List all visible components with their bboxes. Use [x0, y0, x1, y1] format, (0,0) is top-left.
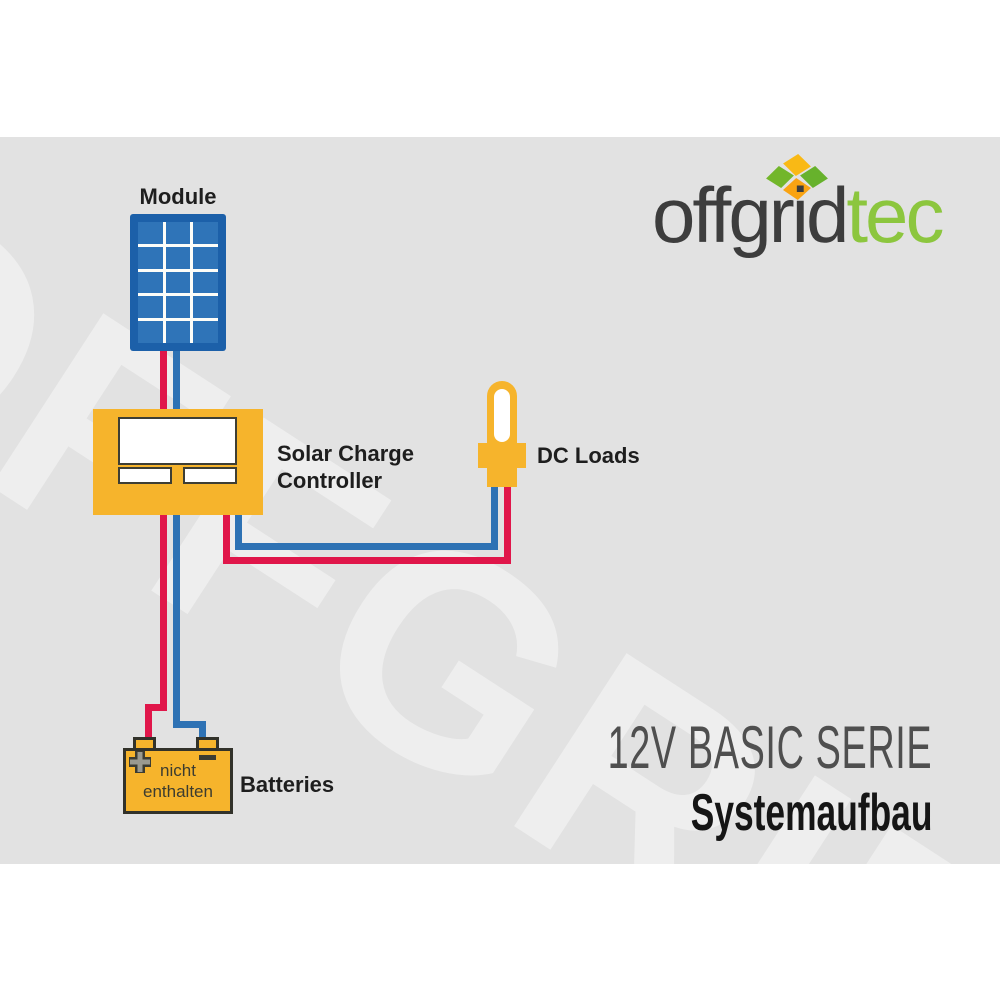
wire-battery-positive-jog: [145, 704, 167, 711]
module-cell: [138, 246, 163, 269]
module-cell: [193, 246, 218, 269]
wire-battery-positive-vertical: [160, 515, 167, 711]
module-cell: [165, 222, 191, 244]
module-cell: [193, 321, 218, 343]
battery-note: nicht enthalten: [126, 751, 230, 802]
module-cell: [193, 222, 218, 244]
module-cell: [165, 296, 191, 319]
diagram-canvas: OFFGRIDTEC Module Solar Charge: [0, 137, 1000, 864]
dc-plug-base: [487, 443, 517, 487]
module-cell: [138, 222, 163, 244]
module-label: Module: [139, 184, 217, 209]
offgridtec-logo: offgridtec: [652, 176, 944, 254]
wire-load-positive-up: [504, 485, 511, 564]
charge-controller-icon: [93, 409, 263, 515]
batteries-label: Batteries: [240, 772, 335, 797]
controller-button-left: [118, 467, 172, 484]
wire-battery-negative-jog: [173, 721, 206, 728]
wire-battery-positive-drop: [145, 704, 152, 742]
battery-terminal-negative: [196, 737, 219, 751]
module-cell: [165, 246, 191, 269]
series-title-line1: 12V BASIC SERIE: [607, 714, 932, 781]
wire-battery-negative-vertical: [173, 515, 180, 728]
offgridtec-diamond-icon: [766, 154, 828, 200]
solar-cell-grid: [138, 222, 218, 343]
battery-note-line2: enthalten: [143, 782, 213, 801]
dc-plug-slot: [494, 389, 510, 442]
controller-label-line1: Solar Charge: [277, 441, 414, 466]
logo-text-tec: tec: [846, 171, 944, 259]
wire-load-negative-up: [491, 485, 498, 550]
wire-load-negative-run: [235, 543, 498, 550]
battery-terminal-positive: [133, 737, 156, 751]
wire-module-negative: [173, 348, 180, 410]
solar-module-icon: [130, 214, 226, 351]
minus-symbol-icon: [199, 755, 216, 760]
module-cell: [193, 271, 218, 294]
controller-display: [118, 417, 237, 465]
wire-module-positive: [160, 348, 167, 410]
logo-text-offgrid: offgrid: [652, 171, 849, 259]
module-cell: [138, 296, 163, 319]
wire-battery-negative-drop: [199, 721, 206, 742]
controller-label-line2: Controller: [277, 468, 383, 493]
wire-load-positive-down: [223, 515, 230, 564]
module-cell: [165, 271, 191, 294]
module-cell: [138, 271, 163, 294]
controller-label: Solar Charge Controller: [277, 440, 414, 494]
dc-loads-label: DC Loads: [537, 443, 640, 468]
series-title: 12V BASIC SERIE Systemaufbau: [417, 714, 932, 842]
module-cell: [165, 321, 191, 343]
module-cell: [138, 321, 163, 343]
module-cell: [193, 296, 218, 319]
wire-load-positive-run: [223, 557, 511, 564]
battery-note-line1: nicht: [160, 761, 196, 780]
wire-load-negative-down: [235, 515, 242, 550]
series-title-line2: Systemaufbau: [690, 784, 932, 842]
plus-symbol-icon: [129, 751, 151, 773]
controller-button-right: [183, 467, 237, 484]
